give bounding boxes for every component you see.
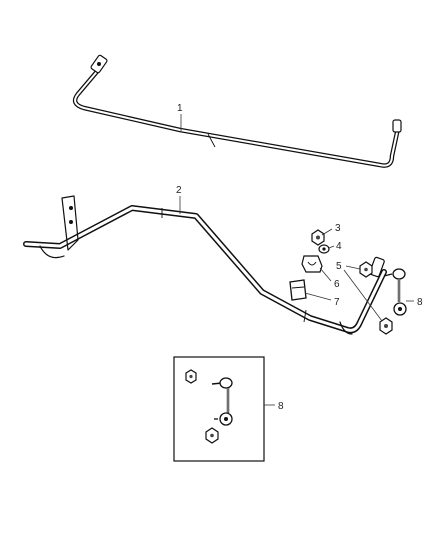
stabilizer-link-icon [383, 268, 407, 316]
stabilizer-link-icon [211, 377, 233, 426]
callout-7: 7 [334, 297, 340, 308]
leader-3 [321, 228, 333, 236]
nut-icon [359, 261, 393, 335]
leader-5a [345, 265, 361, 270]
callout-8a: 8 [417, 297, 423, 308]
bushing-clamp-icon [301, 255, 323, 273]
leader-5b [343, 269, 383, 322]
callout-6: 6 [334, 279, 340, 290]
callout-4: 4 [336, 241, 342, 252]
leader-7 [304, 292, 332, 301]
callout-2: 2 [176, 185, 182, 196]
leader-6 [319, 267, 332, 282]
callout-1: 1 [177, 103, 183, 114]
washer-icon [318, 244, 330, 254]
callout-8b: 8 [278, 401, 284, 412]
stabilizer-bar-2 [23, 195, 387, 335]
nut-icon [205, 427, 219, 444]
nut-icon [185, 369, 197, 384]
leader-4 [328, 245, 335, 249]
callout-3: 3 [335, 223, 341, 234]
bushing-icon [289, 279, 307, 301]
nut-icon [311, 229, 325, 246]
callout-5: 5 [336, 261, 342, 272]
stabilizer-bar-1 [72, 54, 402, 168]
detail-box [173, 356, 265, 462]
